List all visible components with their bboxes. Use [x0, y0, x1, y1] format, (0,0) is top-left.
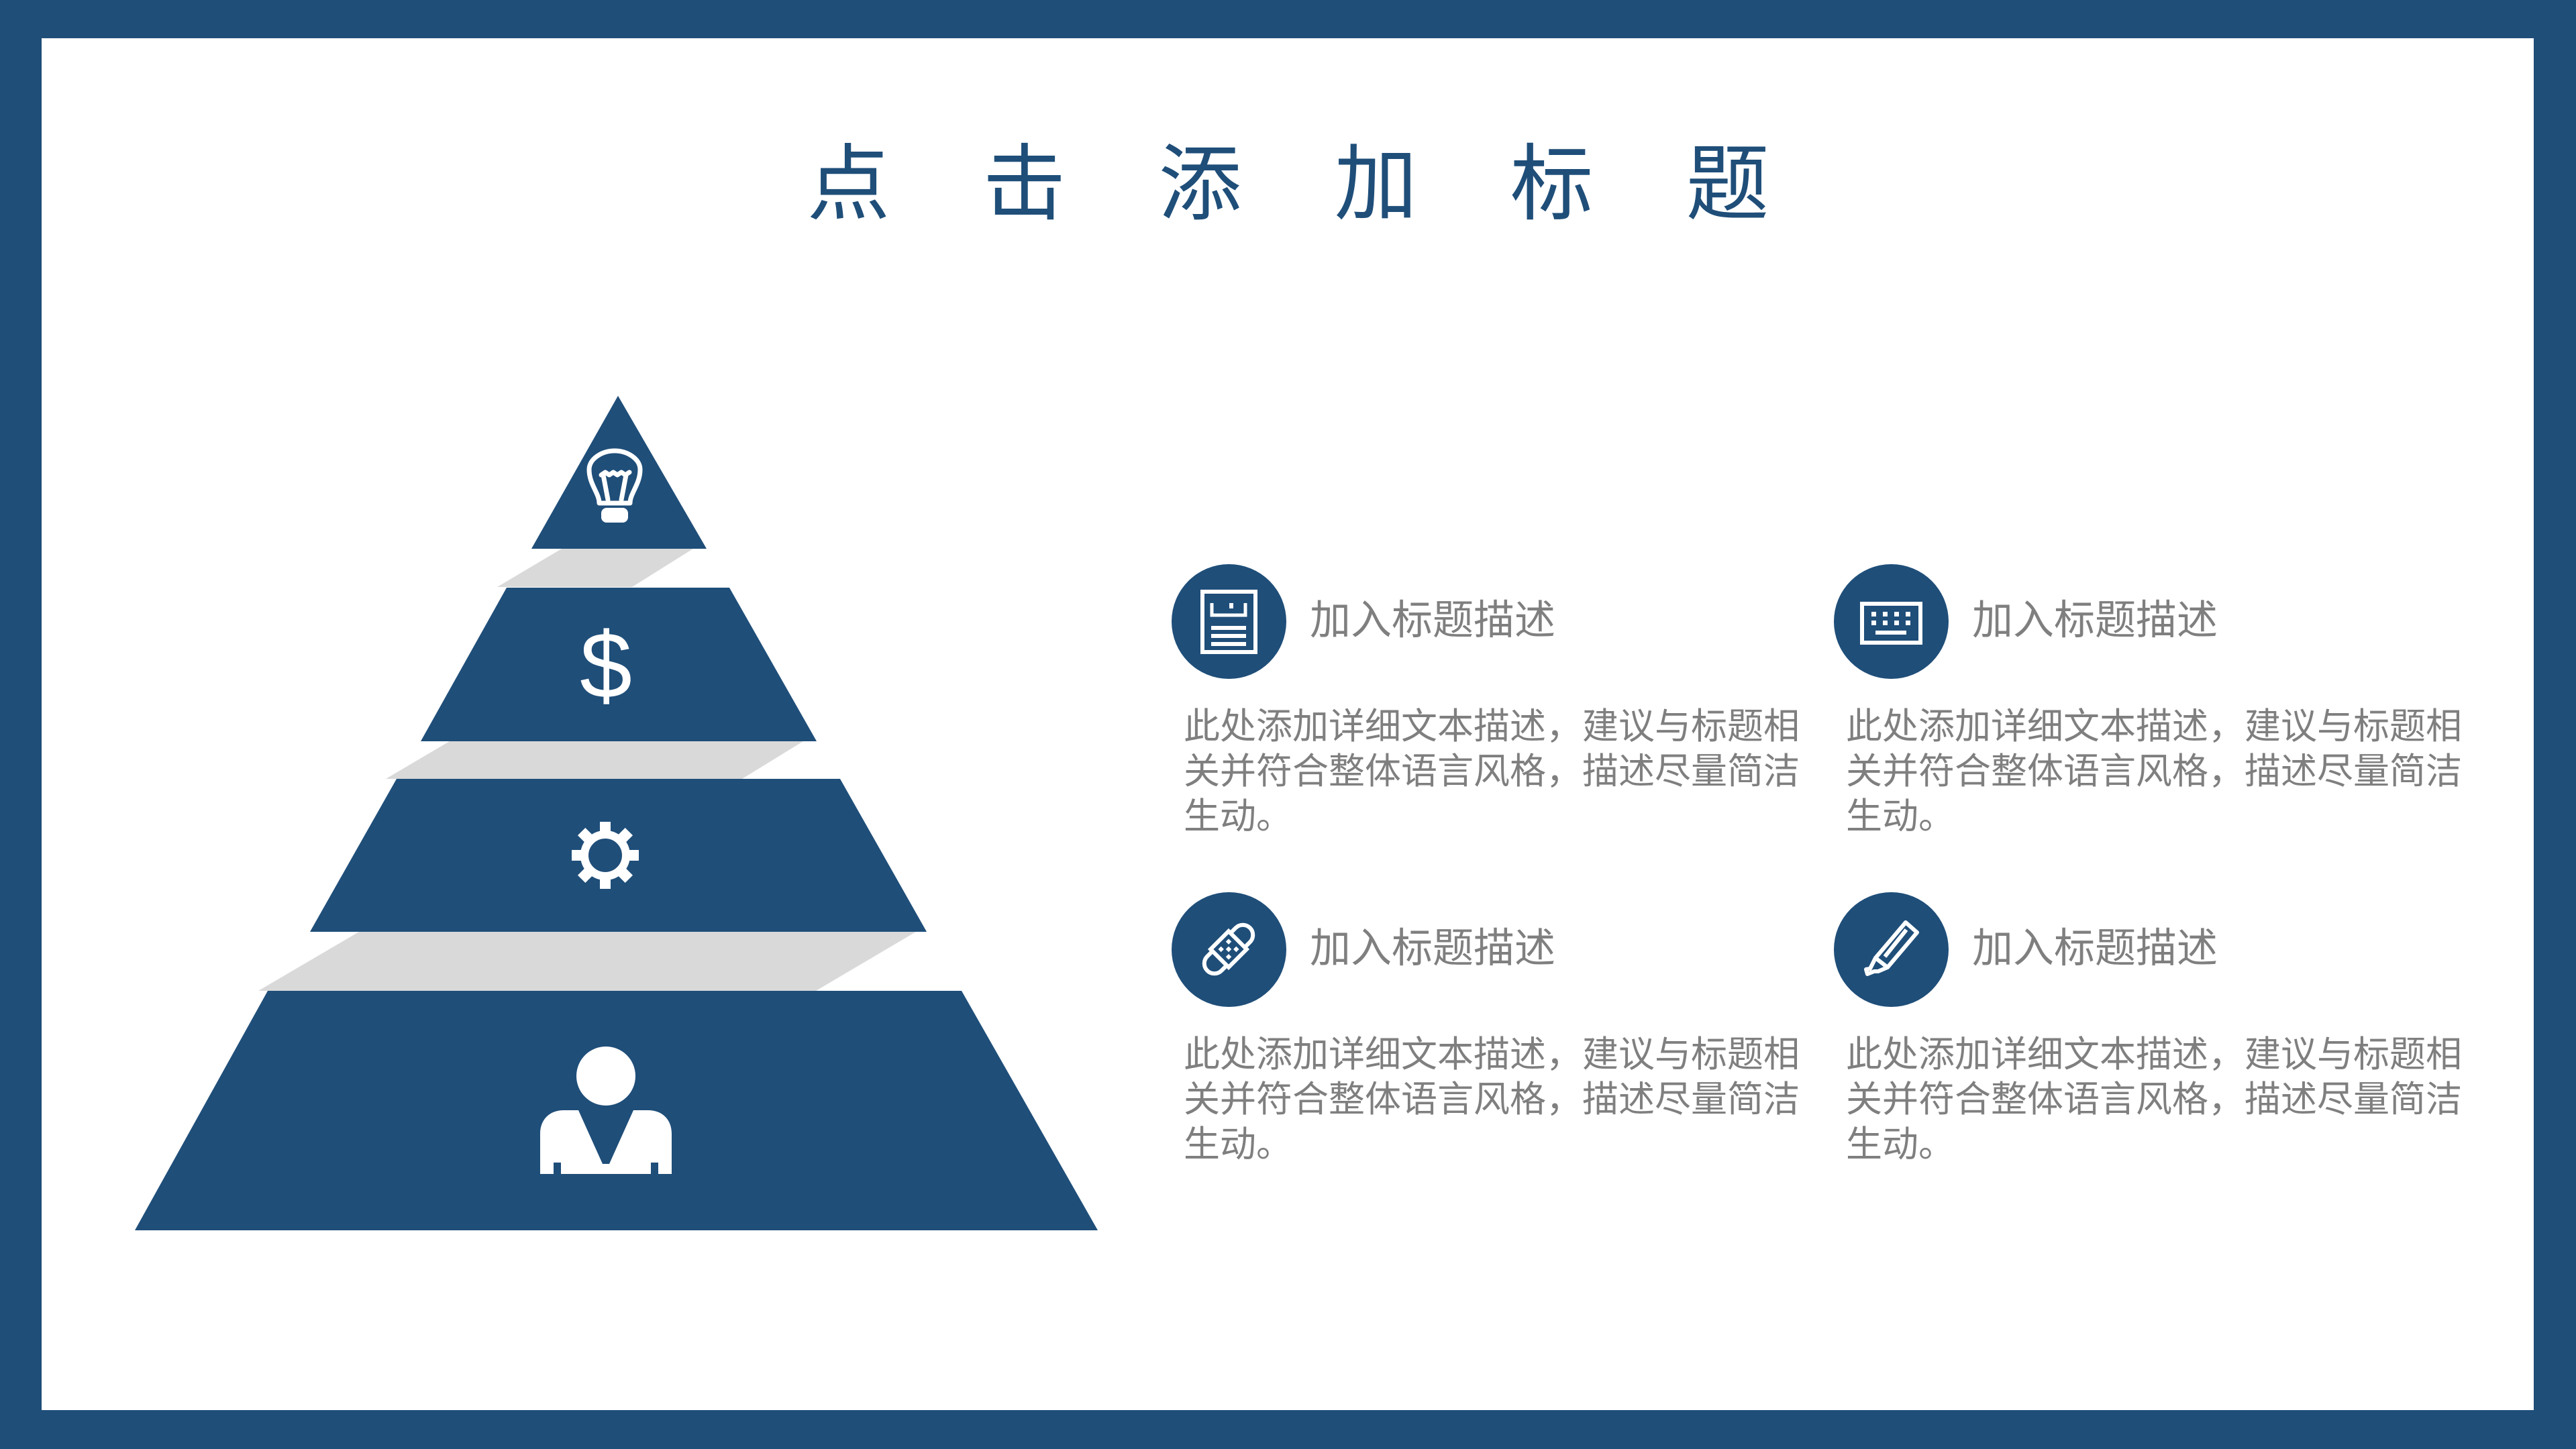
feature-card-4: 加入标题描述 此处添加详细文本描述，建议与标题相关并符合整体语言风格，描述尽量简… [1834, 892, 2478, 1174]
card-title[interactable]: 加入标题描述 [1310, 924, 1556, 972]
card-icon-circle [1172, 892, 1286, 1007]
bandage-icon [1202, 922, 1255, 976]
card-icon-circle [1834, 564, 1949, 679]
keyboard-icon [1860, 602, 1922, 645]
card-title[interactable]: 加入标题描述 [1972, 924, 2218, 972]
card-title[interactable]: 加入标题描述 [1310, 596, 1556, 644]
feature-card-1: 加入标题描述 此处添加详细文本描述，建议与标题相关并符合整体语言风格，描述尽量简… [1172, 564, 1816, 846]
feature-card-3: 加入标题描述 此处添加详细文本描述，建议与标题相关并符合整体语言风格，描述尽量简… [1172, 892, 1816, 1174]
card-body[interactable]: 此处添加详细文本描述，建议与标题相关并符合整体语言风格，描述尽量简洁生动。 [1846, 705, 2462, 837]
feature-card-2: 加入标题描述 此处添加详细文本描述，建议与标题相关并符合整体语言风格，描述尽量简… [1834, 564, 2478, 846]
pyramid-tier-3[interactable] [310, 779, 927, 932]
card-body[interactable]: 此处添加详细文本描述，建议与标题相关并符合整体语言风格，描述尽量简洁生动。 [1184, 1033, 1800, 1165]
pyramid-band-2 [386, 741, 803, 779]
card-body[interactable]: 此处添加详细文本描述，建议与标题相关并符合整体语言风格，描述尽量简洁生动。 [1184, 705, 1800, 837]
card-icon-circle [1834, 892, 1949, 1007]
card-body[interactable]: 此处添加详细文本描述，建议与标题相关并符合整体语言风格，描述尽量简洁生动。 [1846, 1033, 2462, 1165]
person-icon [540, 1046, 672, 1174]
svg-text:$: $ [580, 612, 632, 718]
card-title[interactable]: 加入标题描述 [1972, 596, 2218, 644]
slide-title[interactable]: 点击添加标题 [807, 136, 1862, 233]
document-icon [1200, 590, 1257, 654]
pyramid-band-3 [258, 932, 916, 991]
pyramid-tier-2[interactable] [421, 588, 817, 741]
pyramid-band-1 [497, 549, 693, 587]
lightbulb-icon [586, 448, 643, 523]
highlighter-icon [1864, 920, 1919, 976]
card-icon-circle [1172, 564, 1286, 679]
pyramid-tier-4[interactable] [135, 991, 1098, 1230]
dollar-icon: $ [580, 612, 632, 718]
